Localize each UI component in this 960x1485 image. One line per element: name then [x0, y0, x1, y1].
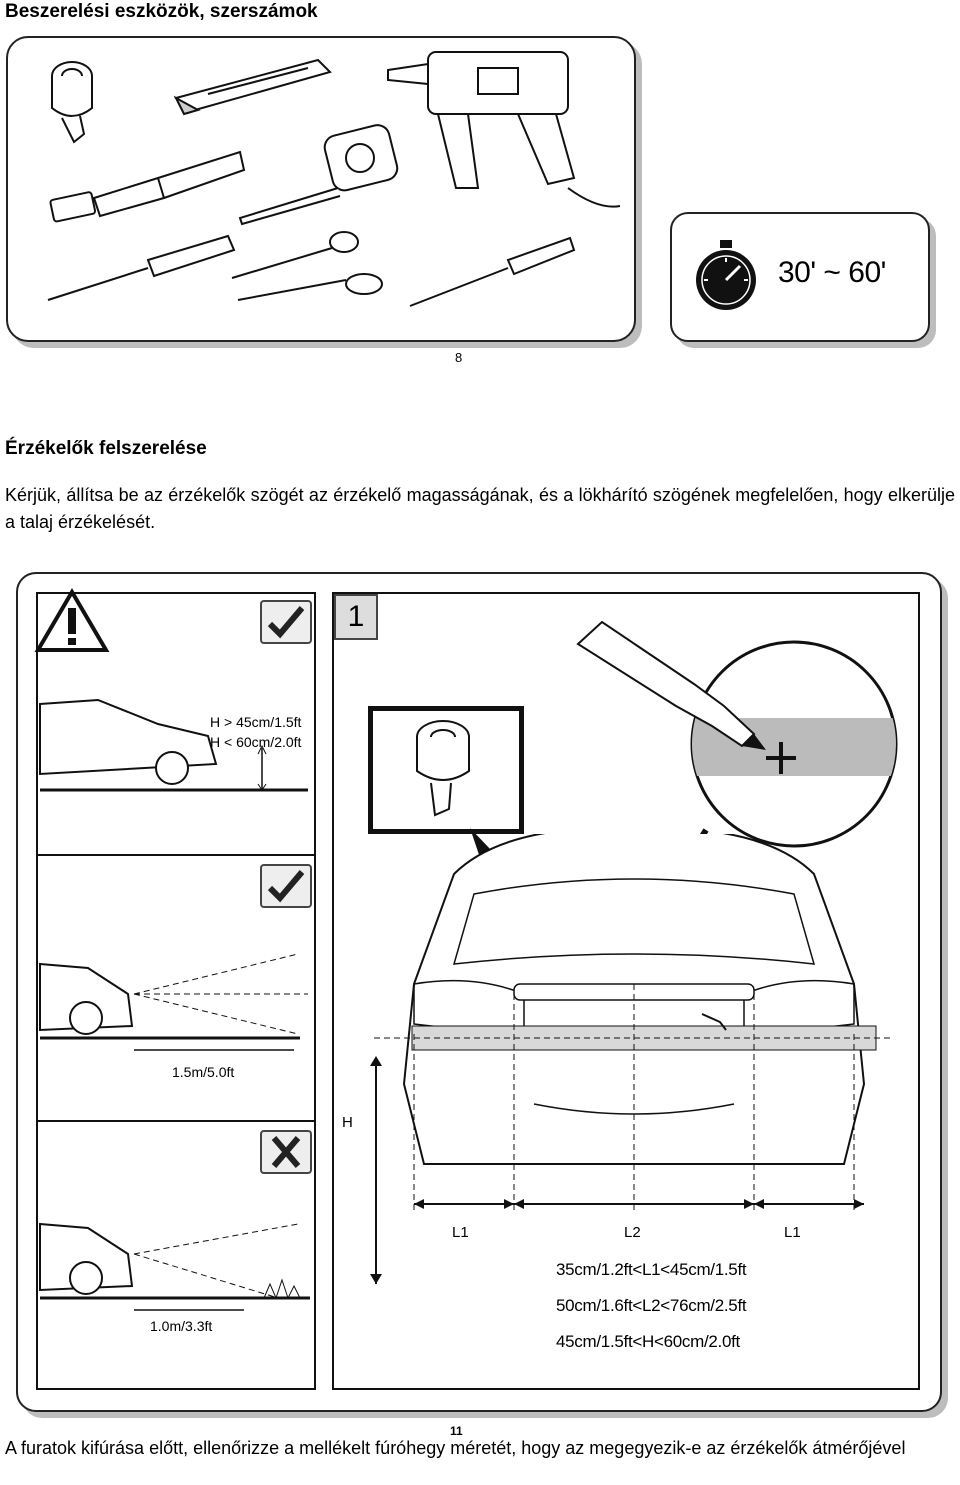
correct-sensor-beam-illustration	[39, 954, 308, 1051]
warning-icon	[34, 588, 110, 652]
page-marker: 8	[455, 350, 463, 365]
condition-h: 45cm/1.5ft<H<60cm/2.0ft	[556, 1332, 740, 1351]
time-duration: 30' ~ 60'	[778, 256, 886, 289]
l2-label: L2	[624, 1224, 641, 1241]
row-divider	[38, 854, 314, 856]
page-number: 11	[450, 1424, 463, 1438]
drill-bit-note: A furatok kifúrása előtt, ellenőrizze a …	[5, 1438, 906, 1458]
row-divider	[38, 1120, 314, 1122]
tape-roll-icon	[51, 61, 93, 144]
tape-inset	[368, 706, 524, 834]
diagram-panel: H > 45cm/1.5ft H < 60cm/2.0ft 1.5m/5.0ft	[16, 572, 942, 1412]
check-mark-icon	[260, 600, 312, 644]
l1-label-right: L1	[784, 1224, 801, 1241]
drill-icon	[387, 51, 621, 208]
height-min-label: H < 60cm/2.0ft	[210, 734, 302, 750]
tape-roll-icon	[416, 720, 470, 817]
range-ok-label: 1.5m/5.0ft	[172, 1064, 235, 1080]
stopwatch-icon	[696, 240, 756, 310]
tools-illustration	[47, 51, 621, 307]
tape-measure-icon	[238, 124, 399, 226]
mounting-guide-panel: 1	[332, 592, 920, 1390]
marker-detail-illustration	[576, 620, 898, 848]
utility-knife-icon	[173, 58, 332, 116]
install-section-title: Érzékelők felszerelése	[5, 438, 207, 459]
car-side-height-illustration	[39, 698, 308, 792]
file-icon	[409, 236, 576, 307]
scissors-icon	[231, 231, 383, 301]
condition-l1: 35cm/1.2ft<L1<45cm/1.5ft	[556, 1260, 747, 1279]
condition-l2: 50cm/1.6ft<L2<76cm/2.5ft	[556, 1296, 747, 1315]
width-dimensions	[414, 1199, 864, 1209]
tools-panel	[6, 36, 636, 342]
tools-section-title: Beszerelési eszközök, szerszámok	[5, 1, 318, 22]
install-instruction: Kérjük, állítsa be az érzékelők szögét a…	[5, 485, 955, 532]
height-dimension	[370, 1056, 382, 1284]
screwdriver-icon	[47, 234, 236, 301]
angle-guide-column: H > 45cm/1.5ft H < 60cm/2.0ft 1.5m/5.0ft	[34, 588, 316, 1390]
car-front-illustration	[374, 834, 894, 1214]
time-estimate-panel: 30' ~ 60'	[670, 212, 930, 342]
marker-icon	[49, 150, 246, 223]
check-mark-icon	[260, 864, 312, 908]
step-number-badge: 1	[334, 594, 378, 640]
range-bad-label: 1.0m/3.3ft	[150, 1318, 213, 1334]
height-max-label: H > 45cm/1.5ft	[210, 714, 302, 730]
l1-label-left: L1	[452, 1224, 469, 1241]
h-label: H	[342, 1114, 353, 1131]
cross-mark-icon	[260, 1130, 312, 1174]
incorrect-sensor-beam-illustration	[39, 1222, 310, 1311]
